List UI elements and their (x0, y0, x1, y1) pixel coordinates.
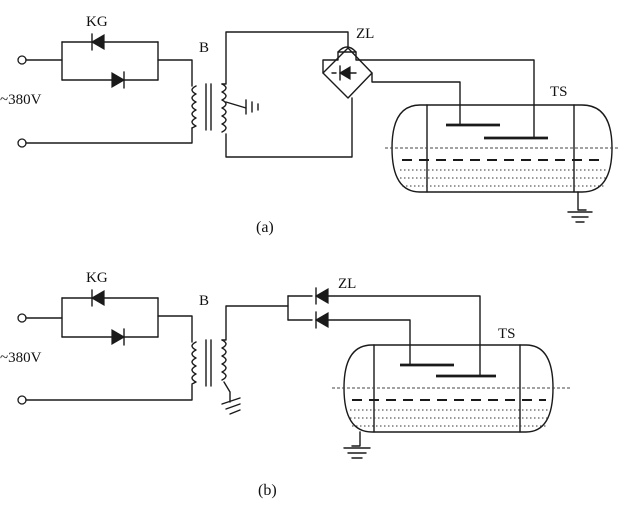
label-voltage-b: ~380V (0, 350, 42, 366)
terminal-a-top (17, 55, 27, 65)
label-ts-a: TS (550, 84, 568, 100)
supply-line-b (25, 384, 193, 401)
secondary-top-b (221, 305, 289, 341)
bridge-rectifier-a (322, 47, 373, 99)
label-kg-a: KG (86, 14, 108, 30)
thyristor-pair-a (25, 33, 193, 89)
transformer-a (191, 83, 259, 133)
diode-lower-b (111, 328, 126, 346)
diode-upper-b (90, 289, 105, 307)
diode-upper-a (90, 33, 105, 51)
ground-b-transformer (221, 397, 241, 405)
tank-b (332, 344, 572, 459)
rectifier-diodes-b (314, 287, 481, 377)
terminal-b-top (17, 313, 27, 323)
secondary-bottom-a (225, 97, 353, 158)
label-b-b: B (199, 293, 209, 309)
diode-lower-a (111, 71, 126, 89)
tap-a (225, 101, 247, 109)
secondary-top-a (221, 31, 349, 85)
diagram-b: ~380V KG B (0, 270, 572, 499)
caption-b: (b) (258, 482, 277, 499)
tank-a (385, 104, 620, 223)
label-zl-b: ZL (338, 276, 356, 292)
lead-outer-a (322, 51, 535, 139)
label-b-a: B (199, 40, 209, 56)
terminal-a-bottom (17, 138, 27, 148)
label-kg-b: KG (86, 270, 108, 286)
label-ts-b: TS (498, 326, 516, 342)
lead-inner-a (371, 72, 461, 126)
label-zl-a: ZL (356, 26, 374, 42)
label-voltage-a: ~380V (0, 92, 42, 108)
caption-a: (a) (256, 219, 274, 236)
transformer-b (191, 339, 241, 415)
terminal-b-bottom (17, 395, 27, 405)
supply-line-a (25, 127, 193, 144)
diagram-a: ~380V KG (0, 14, 620, 236)
thyristor-pair-b (25, 289, 193, 346)
